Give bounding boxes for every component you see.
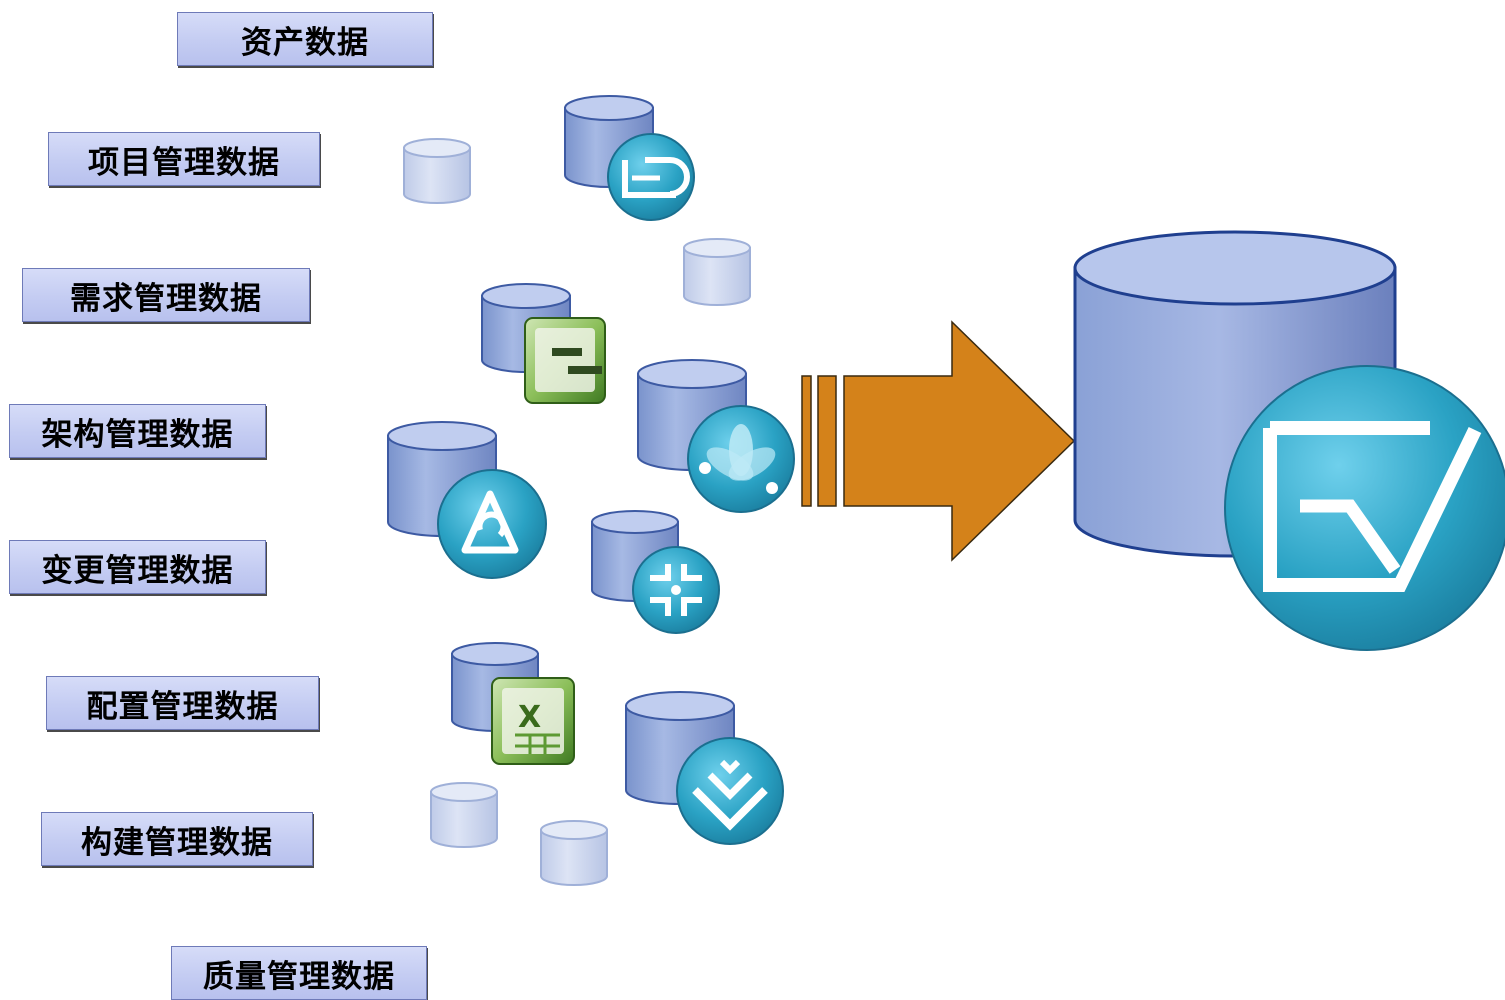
- label-asset-data: 资产数据: [177, 12, 433, 66]
- faded-database-icon: [430, 782, 498, 848]
- label-project-data: 项目管理数据: [48, 132, 320, 186]
- label-quality-data: 质量管理数据: [171, 946, 427, 1000]
- faded-database-icon: [403, 138, 471, 204]
- project-tool-icon: [607, 133, 695, 221]
- layers-database-icon: [625, 691, 784, 845]
- orb-database-icon: [637, 359, 795, 513]
- label-architecture-data: 架构管理数据: [9, 404, 266, 458]
- excel-database-icon: X: [451, 642, 575, 765]
- label-configuration-data: 配置管理数据: [46, 676, 319, 730]
- gantt-chart-icon: [524, 317, 606, 404]
- ev-check-icon: [1224, 365, 1505, 651]
- a-icon: [437, 469, 547, 579]
- label-build-data: 构建管理数据: [41, 812, 313, 866]
- cross-icon: [632, 546, 720, 634]
- gantt-database-icon: [481, 283, 606, 404]
- flow-arrow-icon: [801, 320, 1076, 562]
- cross-database-icon: [591, 510, 720, 634]
- label-change-data: 变更管理数据: [9, 540, 266, 594]
- excel-icon: X: [491, 677, 575, 765]
- target-database-icon: [1073, 230, 1505, 651]
- a-database-icon: [387, 421, 547, 579]
- layers-icon: [676, 737, 784, 845]
- faded-database-icon: [540, 820, 608, 886]
- orb-icon: [687, 405, 795, 513]
- label-requirement-data: 需求管理数据: [22, 268, 310, 322]
- faded-database-icon: [683, 238, 751, 306]
- project-database-icon: [564, 95, 695, 221]
- svg-text:X: X: [518, 700, 541, 735]
